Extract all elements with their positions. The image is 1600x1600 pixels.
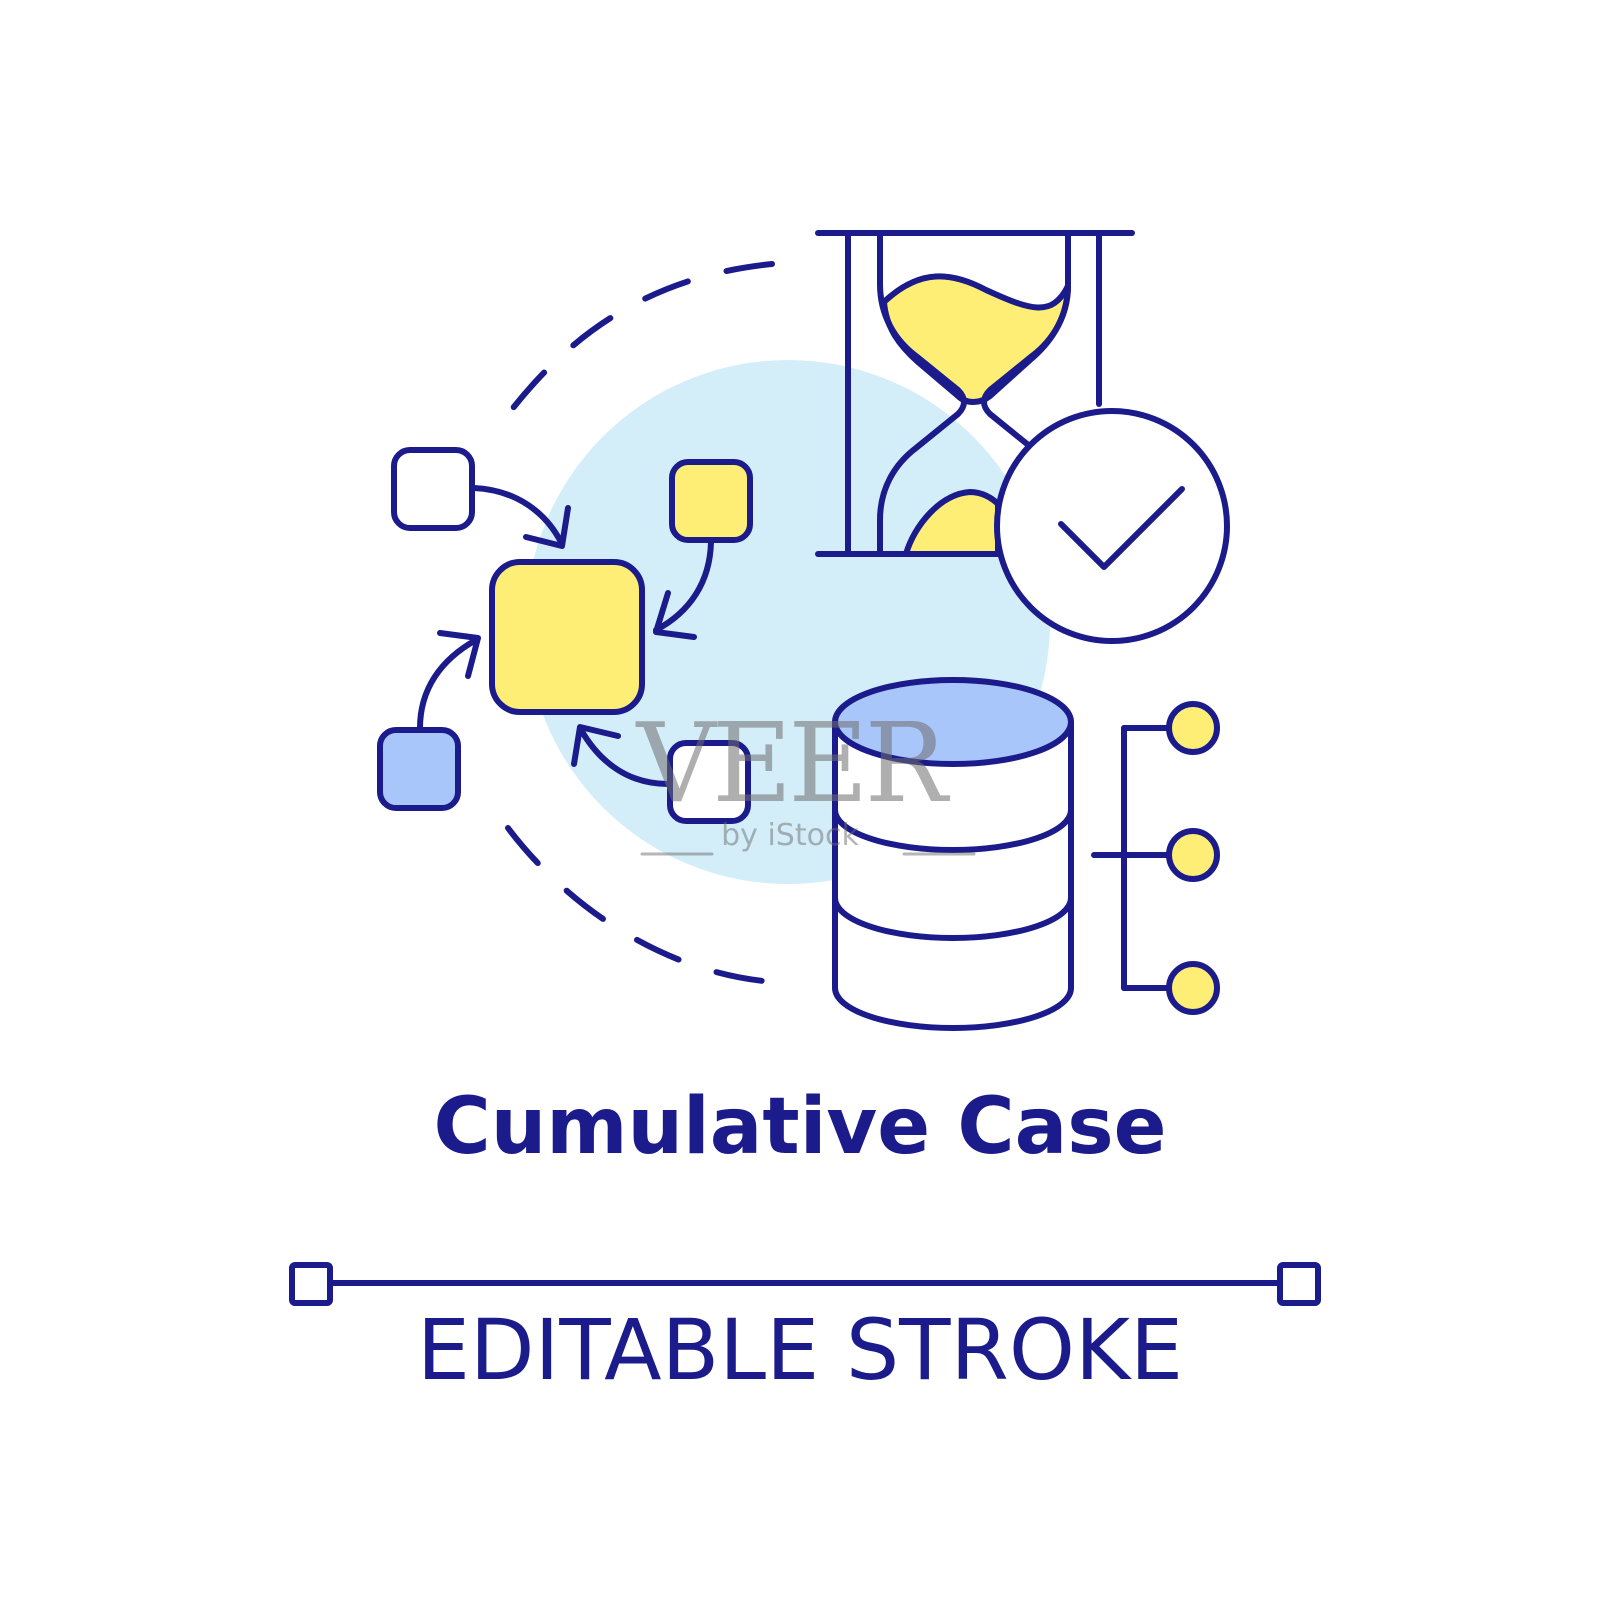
hourglass-icon: [815, 230, 1135, 557]
arrow-bottom-left: [417, 630, 481, 731]
arrow-top-right: [653, 539, 714, 640]
arrow-bottom-right: [571, 724, 671, 787]
block-top-right: [669, 459, 753, 543]
stroke-line-handles: [289, 1262, 1321, 1306]
block-top-left: [391, 447, 475, 531]
central-block: [489, 559, 645, 715]
watermark-text: VEER: [636, 699, 948, 827]
database-icon: [832, 677, 1074, 1031]
watermark-subtext: by iStock: [721, 818, 859, 853]
page-subtitle: EDITABLE STROKE: [416, 1301, 1184, 1399]
block-bottom-left: [377, 727, 461, 811]
dashed-cycle-arc: [497, 261, 777, 985]
arrow-top-left: [471, 485, 571, 549]
connection-nodes-icon: [1091, 701, 1220, 1015]
page-title: Cumulative Case: [433, 1082, 1167, 1172]
check-circle-icon: [994, 408, 1230, 644]
